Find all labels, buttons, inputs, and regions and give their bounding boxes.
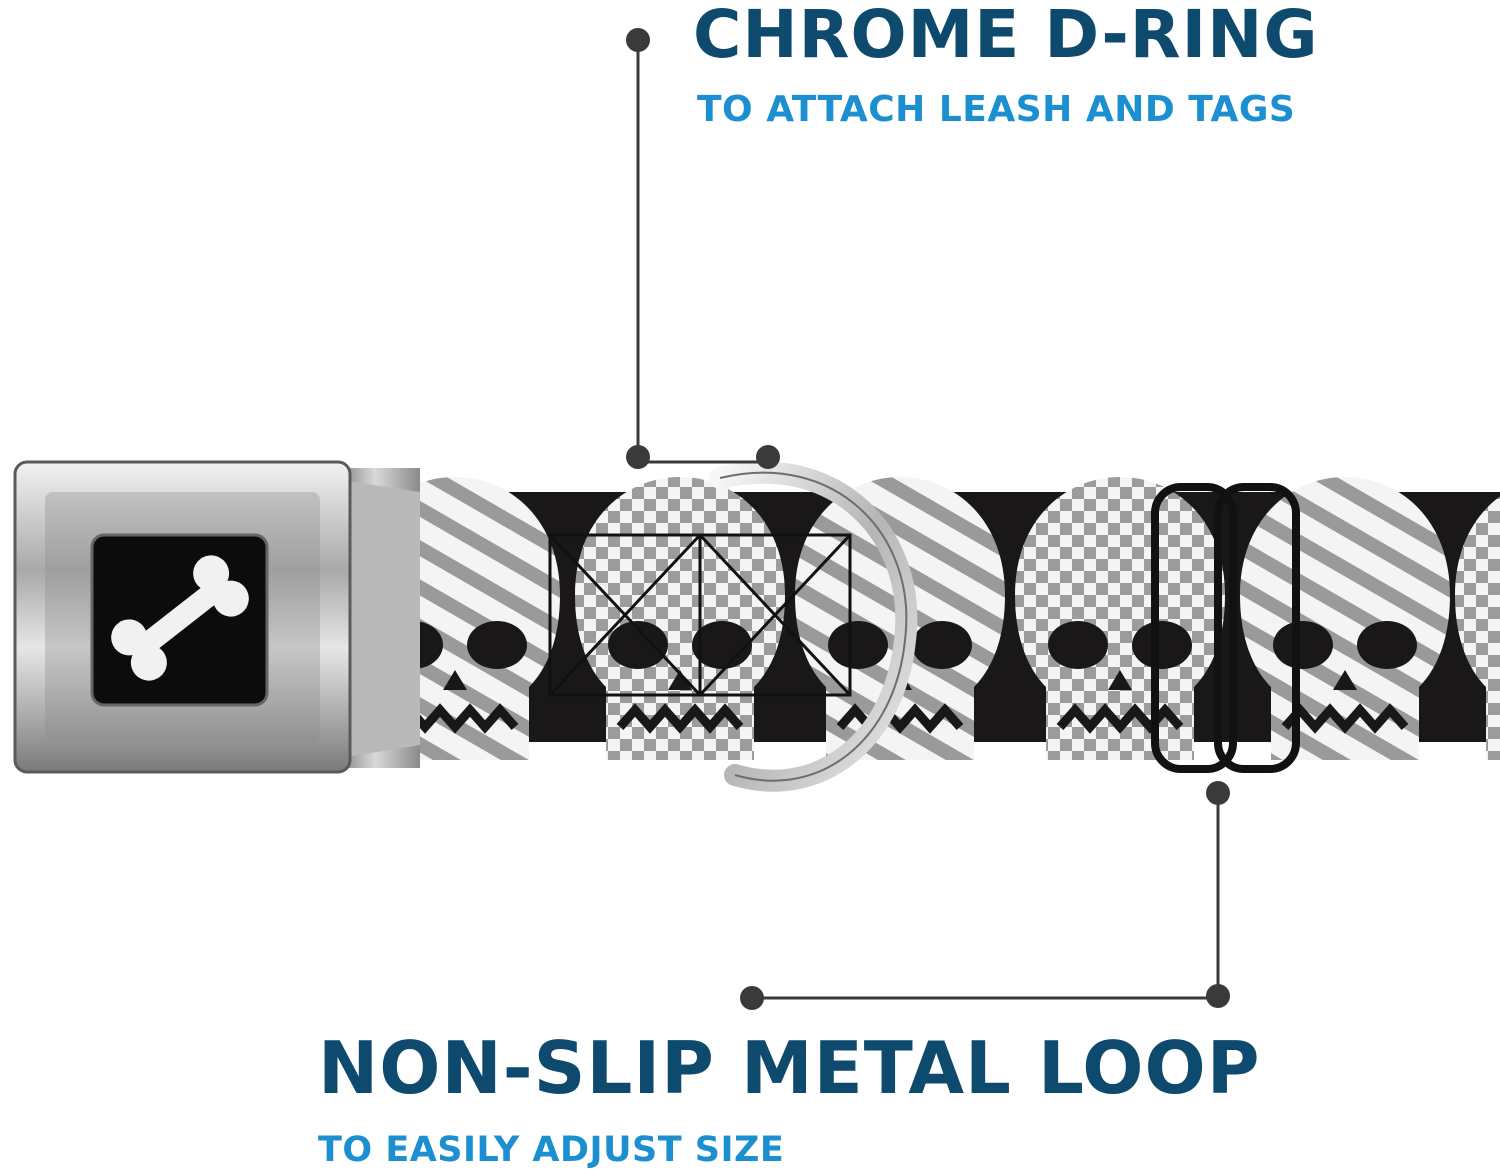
metal-loop <box>1151 483 1300 773</box>
seatbelt-buckle <box>13 460 420 774</box>
callout-loop <box>740 781 1230 1010</box>
bone-icon <box>111 555 249 681</box>
feature-subtitle-d-ring: TO ATTACH LEASH AND TAGS <box>697 89 1296 130</box>
feature-title-metal-loop: NON-SLIP METAL LOOP <box>318 1026 1261 1110</box>
callout-dring <box>626 28 780 469</box>
feature-subtitle-metal-loop: TO EASILY ADJUST SIZE <box>318 1130 785 1170</box>
stitch-box <box>548 533 852 697</box>
feature-title-d-ring: CHROME D-RING <box>693 0 1319 73</box>
skull-pattern <box>350 477 1500 760</box>
d-ring <box>709 461 918 792</box>
